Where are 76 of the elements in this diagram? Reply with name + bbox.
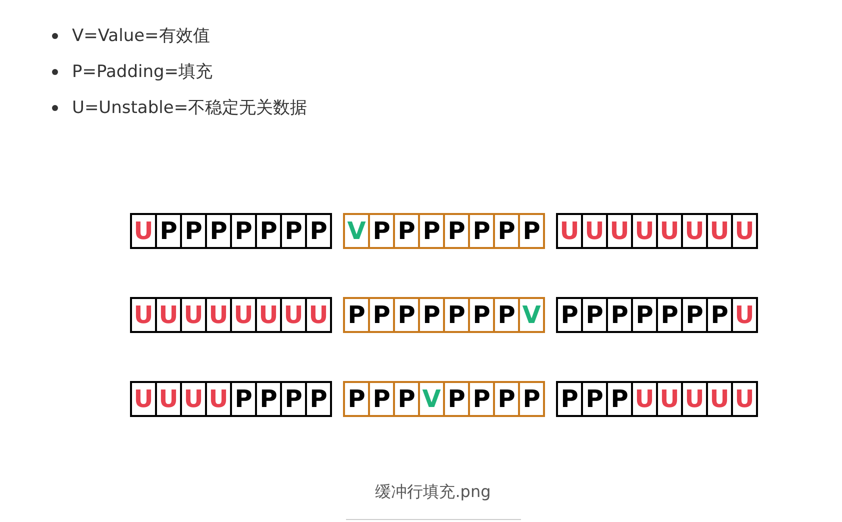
data-cell: P (633, 299, 658, 331)
data-cell: P (495, 215, 520, 247)
data-cell: P (445, 215, 470, 247)
data-cell: U (132, 215, 157, 247)
data-cell: P (608, 299, 633, 331)
data-cell: P (395, 215, 420, 247)
data-cell: P (470, 299, 495, 331)
data-cell: P (495, 383, 520, 415)
data-cell: U (282, 299, 307, 331)
data-cell: U (683, 383, 708, 415)
data-cell: P (395, 299, 420, 331)
data-cell: U (708, 383, 733, 415)
data-cell: P (345, 299, 370, 331)
data-cell: P (307, 215, 330, 247)
data-cell: U (633, 215, 658, 247)
data-cell: P (470, 215, 495, 247)
data-cell: P (157, 215, 182, 247)
data-cell: P (608, 383, 633, 415)
data-cell: U (157, 299, 182, 331)
data-cell: P (683, 299, 708, 331)
data-cell: P (520, 383, 543, 415)
data-cell: U (708, 215, 733, 247)
data-cell: U (658, 215, 683, 247)
data-cell: U (182, 383, 207, 415)
data-cell: P (708, 299, 733, 331)
data-cell: P (345, 383, 370, 415)
data-cell: P (207, 215, 232, 247)
data-cell: U (307, 299, 330, 331)
data-cell: P (257, 215, 282, 247)
data-cell: P (583, 299, 608, 331)
data-cell: P (370, 299, 395, 331)
data-cell: P (307, 383, 330, 415)
data-cell: P (445, 383, 470, 415)
data-cell: U (733, 299, 756, 331)
data-cell: U (132, 299, 157, 331)
data-cell: P (232, 215, 257, 247)
data-cell: P (257, 383, 282, 415)
data-cell: P (558, 299, 583, 331)
image-caption: 缓冲行填充.png (374, 482, 492, 503)
data-cell: P (558, 383, 583, 415)
data-cell: U (733, 215, 756, 247)
data-cell: U (207, 299, 232, 331)
data-cell: V (420, 383, 445, 415)
data-cell: P (520, 215, 543, 247)
data-cell: P (282, 383, 307, 415)
data-cell: P (583, 383, 608, 415)
data-cell: P (420, 215, 445, 247)
data-cell: P (232, 383, 257, 415)
data-cell: P (182, 215, 207, 247)
data-cell: P (420, 299, 445, 331)
data-cell: U (257, 299, 282, 331)
data-cell: P (445, 299, 470, 331)
data-cell: V (345, 215, 370, 247)
data-cell: U (633, 383, 658, 415)
data-cell: U (157, 383, 182, 415)
data-cell: U (182, 299, 207, 331)
data-cell: U (207, 383, 232, 415)
bullet-text: P=Padding=填充 (72, 61, 213, 84)
data-cell: U (683, 215, 708, 247)
data-cell: U (583, 215, 608, 247)
data-cell: V (520, 299, 543, 331)
data-cell: U (608, 215, 633, 247)
data-cell: P (282, 215, 307, 247)
data-cell: P (370, 383, 395, 415)
data-cell: P (395, 383, 420, 415)
bullet-text: U=Unstable=不稳定无关数据 (72, 97, 308, 120)
bullet-text: V=Value=有效值 (72, 25, 210, 48)
data-cell: P (495, 299, 520, 331)
data-cell: U (558, 215, 583, 247)
data-cell: U (658, 383, 683, 415)
data-cell: P (370, 215, 395, 247)
data-cell: P (658, 299, 683, 331)
data-cell: U (232, 299, 257, 331)
data-cell: P (470, 383, 495, 415)
data-cell: U (132, 383, 157, 415)
data-cell: U (733, 383, 756, 415)
